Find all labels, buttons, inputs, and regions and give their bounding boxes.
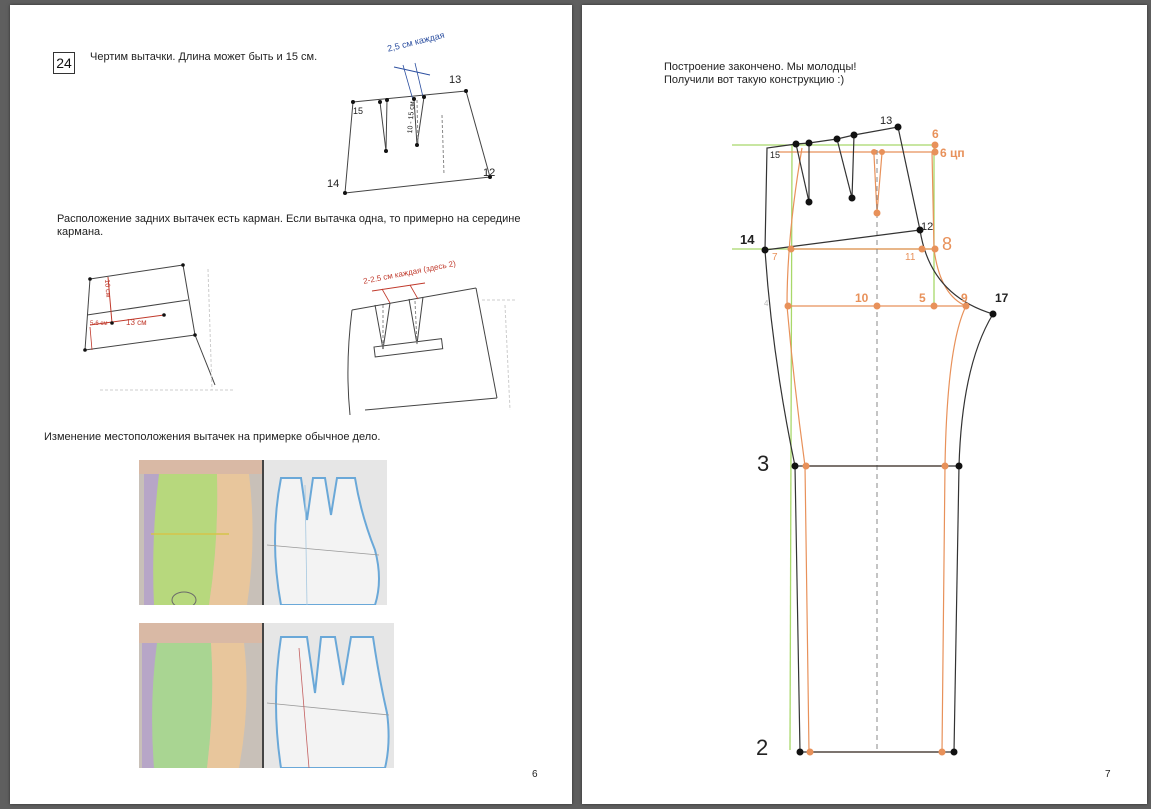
point-14-label: 14 xyxy=(327,178,340,190)
point-14: 14 xyxy=(740,232,755,247)
point-6cp: 6 цп xyxy=(940,146,965,160)
page-number: 7 xyxy=(1105,769,1111,780)
point-11: 11 xyxy=(905,252,916,263)
header-line2: Получили вот такую конструкцию :) xyxy=(664,74,845,86)
fitting-text: Изменение местоположения вытачек на прим… xyxy=(44,431,381,443)
point-9: 9 xyxy=(961,291,968,305)
trouser-pattern-drawing xyxy=(732,123,997,756)
right-page: Построение закончено. Мы молодцы! Получи… xyxy=(582,5,1147,804)
left-page: 24 Чертим вытачки. Длина может быть и 15… xyxy=(10,5,572,804)
point-3: 3 xyxy=(757,451,770,476)
fitting-photo-before xyxy=(139,460,387,605)
point-12: 12 xyxy=(921,221,934,233)
point-12-label: 12 xyxy=(483,167,496,179)
pocket-text-line2: кармана. xyxy=(57,226,104,238)
point-4: 4 xyxy=(764,299,769,308)
step-instruction: Чертим вытачки. Длина может быть и 15 см… xyxy=(90,51,318,63)
point-13-label: 13 xyxy=(449,74,462,86)
pocket-placement-diagram xyxy=(83,263,235,391)
point-13: 13 xyxy=(880,115,893,127)
point-17: 17 xyxy=(995,291,1009,305)
step-number: 24 xyxy=(53,52,75,74)
pocket-56cm-label: 5-6 см xyxy=(90,321,108,327)
header-line1: Построение закончено. Мы молодцы! xyxy=(664,61,857,73)
back-darts-diagram xyxy=(343,62,492,195)
pocket-13cm-label: 13 см xyxy=(126,318,147,327)
point-8: 8 xyxy=(942,234,953,254)
pocket-darts-diagram xyxy=(347,282,515,416)
point-10: 10 xyxy=(855,291,869,305)
point-6: 6 xyxy=(932,127,939,141)
page-number: 6 xyxy=(532,769,538,780)
point-5: 5 xyxy=(919,291,926,305)
point-2: 2 xyxy=(756,735,769,760)
fitting-photo-after xyxy=(139,623,394,768)
point-7: 7 xyxy=(772,252,778,263)
point-15-label: 15 xyxy=(353,106,364,116)
pocket-text-line1: Расположение задних вытачек есть карман.… xyxy=(57,213,521,225)
point-15: 15 xyxy=(770,150,781,160)
